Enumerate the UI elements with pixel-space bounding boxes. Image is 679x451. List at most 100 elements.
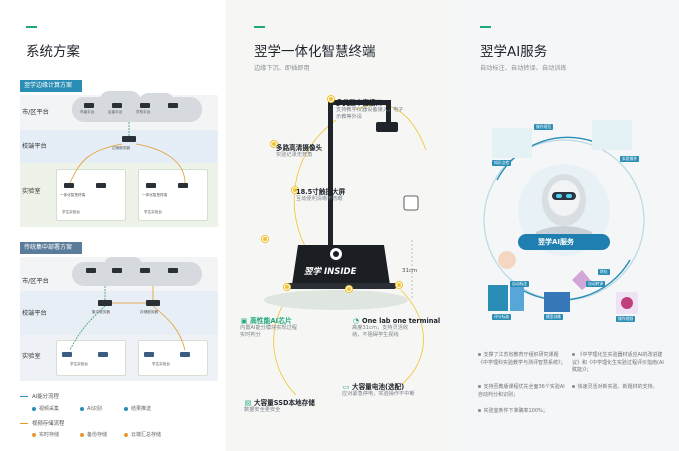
- feature-battery: ▭大容量电池(选配) 应对紧急停电，实验操作不中断: [342, 383, 415, 397]
- legend-storage-flow: 视频存储流程: [20, 419, 64, 427]
- feature-dot: [284, 284, 290, 290]
- legend-item: 备份存储: [80, 431, 107, 438]
- row-label: 实验室: [22, 188, 41, 195]
- lab-box: [138, 169, 208, 221]
- computer-icon: [98, 352, 108, 357]
- server-icon: [98, 300, 112, 306]
- bullet-item: 《中学理化生实验器材适应AI的改进建议》和《中学理化生实验过程评价指南(AI赋能…: [572, 352, 664, 373]
- server-label: 集中服务器: [92, 310, 110, 314]
- server-icon: [84, 103, 94, 108]
- ai-tag: 操作视频: [616, 316, 636, 322]
- device-brand: 翌学 INSIDE: [304, 267, 357, 277]
- system-scheme-panel: 系统方案 翌学边缘计算方案 市/区平台 校端平台 实验室 市级平台 区级平台 学…: [0, 0, 226, 451]
- server-icon: [168, 268, 178, 273]
- feature-dot: [262, 236, 268, 242]
- server-label: 存储服务器: [140, 310, 158, 314]
- ai-tag: 模型训练: [544, 314, 564, 320]
- server-icon: [112, 268, 122, 273]
- feature-dot: [271, 141, 277, 147]
- height-label: 31cm: [402, 268, 418, 274]
- battery-icon: ▭: [342, 383, 350, 391]
- cloud-label: 学校平台: [136, 110, 151, 114]
- scheme2-connectors: [69, 286, 186, 351]
- smart-terminal-panel: 翌学一体化智慧终端 边缘下沉、即插即用 翌学 INSIDE 31cm 多类型丰富…: [226, 0, 452, 451]
- computer-icon: [144, 352, 154, 357]
- storage-icon: ▤: [244, 399, 252, 407]
- scheme-header-edge: 翌学边缘计算方案: [20, 80, 82, 92]
- feature-dot: [396, 282, 402, 288]
- zone-school: [20, 130, 218, 163]
- computer-icon: [180, 352, 190, 357]
- device-label: 一体化智慧终端: [60, 193, 86, 197]
- panel-subtitle: 边缘下沉、即插即用: [254, 65, 310, 72]
- ai-tag: 自动标注: [510, 281, 530, 287]
- legend-ai-flow: AI能分流程: [20, 392, 59, 400]
- bullet-item: 快速灵活对新实验、新题材的支持。: [572, 384, 668, 392]
- cloud-icon: [100, 91, 140, 109]
- legend-item: 云端汇总存储: [124, 431, 161, 438]
- panel-subtitle: 自动标注、自动转译、自动训练: [480, 65, 567, 72]
- ai-tag: 实验操作: [620, 156, 640, 162]
- row-label: 校端平台: [22, 143, 47, 150]
- legend-line: [20, 395, 28, 398]
- terminal-icon: [96, 183, 106, 188]
- cloud-label: 区级平台: [108, 110, 123, 114]
- ai-center-label: 翌学AI服务: [538, 238, 575, 246]
- legend-item: AI识别: [80, 405, 102, 412]
- device-label: 学生实验台: [144, 210, 162, 214]
- terminal-icon: [178, 183, 188, 188]
- server-label: 边缘服务器: [112, 146, 130, 150]
- device-label: 学生实验台: [70, 362, 88, 366]
- legend-item: 结果推送: [124, 405, 151, 412]
- ai-cycle-illustration: [483, 120, 645, 314]
- lab-box: [138, 340, 208, 376]
- server-icon: [122, 136, 136, 142]
- ai-tag: 自动转译: [586, 281, 606, 287]
- bullet-item: 支撑了江苏省教育厅组织研究课题《中学理科实验教学与测评智慧系统》；: [478, 352, 566, 366]
- legend-item: 视频采集: [32, 405, 59, 412]
- legend-item: 实时存储: [32, 431, 59, 438]
- ai-service-panel: 翌学AI服务 自动标注、自动转译、自动训练 翌学AI服务 操作规范 知识点检 实…: [452, 0, 679, 451]
- panel-title: 翌学AI服务: [480, 44, 548, 60]
- lab-box: [56, 169, 126, 221]
- panel-title: 系统方案: [26, 44, 80, 60]
- zone-school: [20, 291, 218, 335]
- terminal-icon: [64, 183, 74, 188]
- feature-dot: [346, 286, 352, 292]
- terminal-icon: [146, 183, 156, 188]
- bullet-item: 实验室条件下准确率100%；: [478, 408, 574, 416]
- accent-line: [26, 26, 37, 28]
- cloud-label: 市级平台: [80, 110, 95, 114]
- ai-tag: 操作规范: [534, 124, 554, 130]
- bullet-item: 支持否教版课程优先全面36个实验AI自动判分和识别；: [478, 384, 565, 398]
- scheme1-connectors: [69, 122, 186, 184]
- feature-ssd: ▤大容量SSD本地存储 数据安全更安全: [244, 399, 315, 413]
- ai-tag: 评分标准: [492, 314, 512, 320]
- ai-tag: 知识点检: [492, 160, 512, 166]
- accent-line: [254, 26, 265, 28]
- server-icon: [140, 268, 150, 273]
- terminal-illustration: [264, 100, 427, 396]
- row-label: 实验室: [22, 353, 41, 360]
- feature-dot: [292, 187, 298, 193]
- scheme-header-traditional: 传统集中部署方案: [20, 242, 82, 254]
- ai-tag: 转化: [598, 269, 610, 275]
- row-label: 市/区平台: [22, 109, 49, 116]
- feature-one-lab: ◔One lab one terminal 高度31cm，支持灵活收纳，不阻碍学…: [352, 317, 441, 338]
- clock-icon: ◔: [352, 317, 360, 325]
- row-label: 校端平台: [22, 310, 47, 317]
- feature-touchscreen: 18.5寸触摸大屏 互动便利清晰不伤眼: [296, 188, 346, 202]
- device-label: 学生实验台: [62, 210, 80, 214]
- chip-icon: ▣: [240, 317, 248, 325]
- accent-line: [480, 26, 491, 28]
- server-icon: [112, 103, 122, 108]
- lab-box: [56, 340, 126, 376]
- panel-title: 翌学一体化智慧终端: [254, 44, 376, 60]
- computer-icon: [62, 352, 72, 357]
- server-icon: [86, 268, 96, 273]
- device-label: 一体化智慧终端: [142, 193, 168, 197]
- feature-interfaces: 多类型丰富接口 支持教学仪器设备接入，电子示教等外设: [336, 99, 404, 120]
- server-icon: [168, 103, 178, 108]
- row-label: 市/区平台: [22, 278, 49, 285]
- legend-line: [20, 422, 28, 425]
